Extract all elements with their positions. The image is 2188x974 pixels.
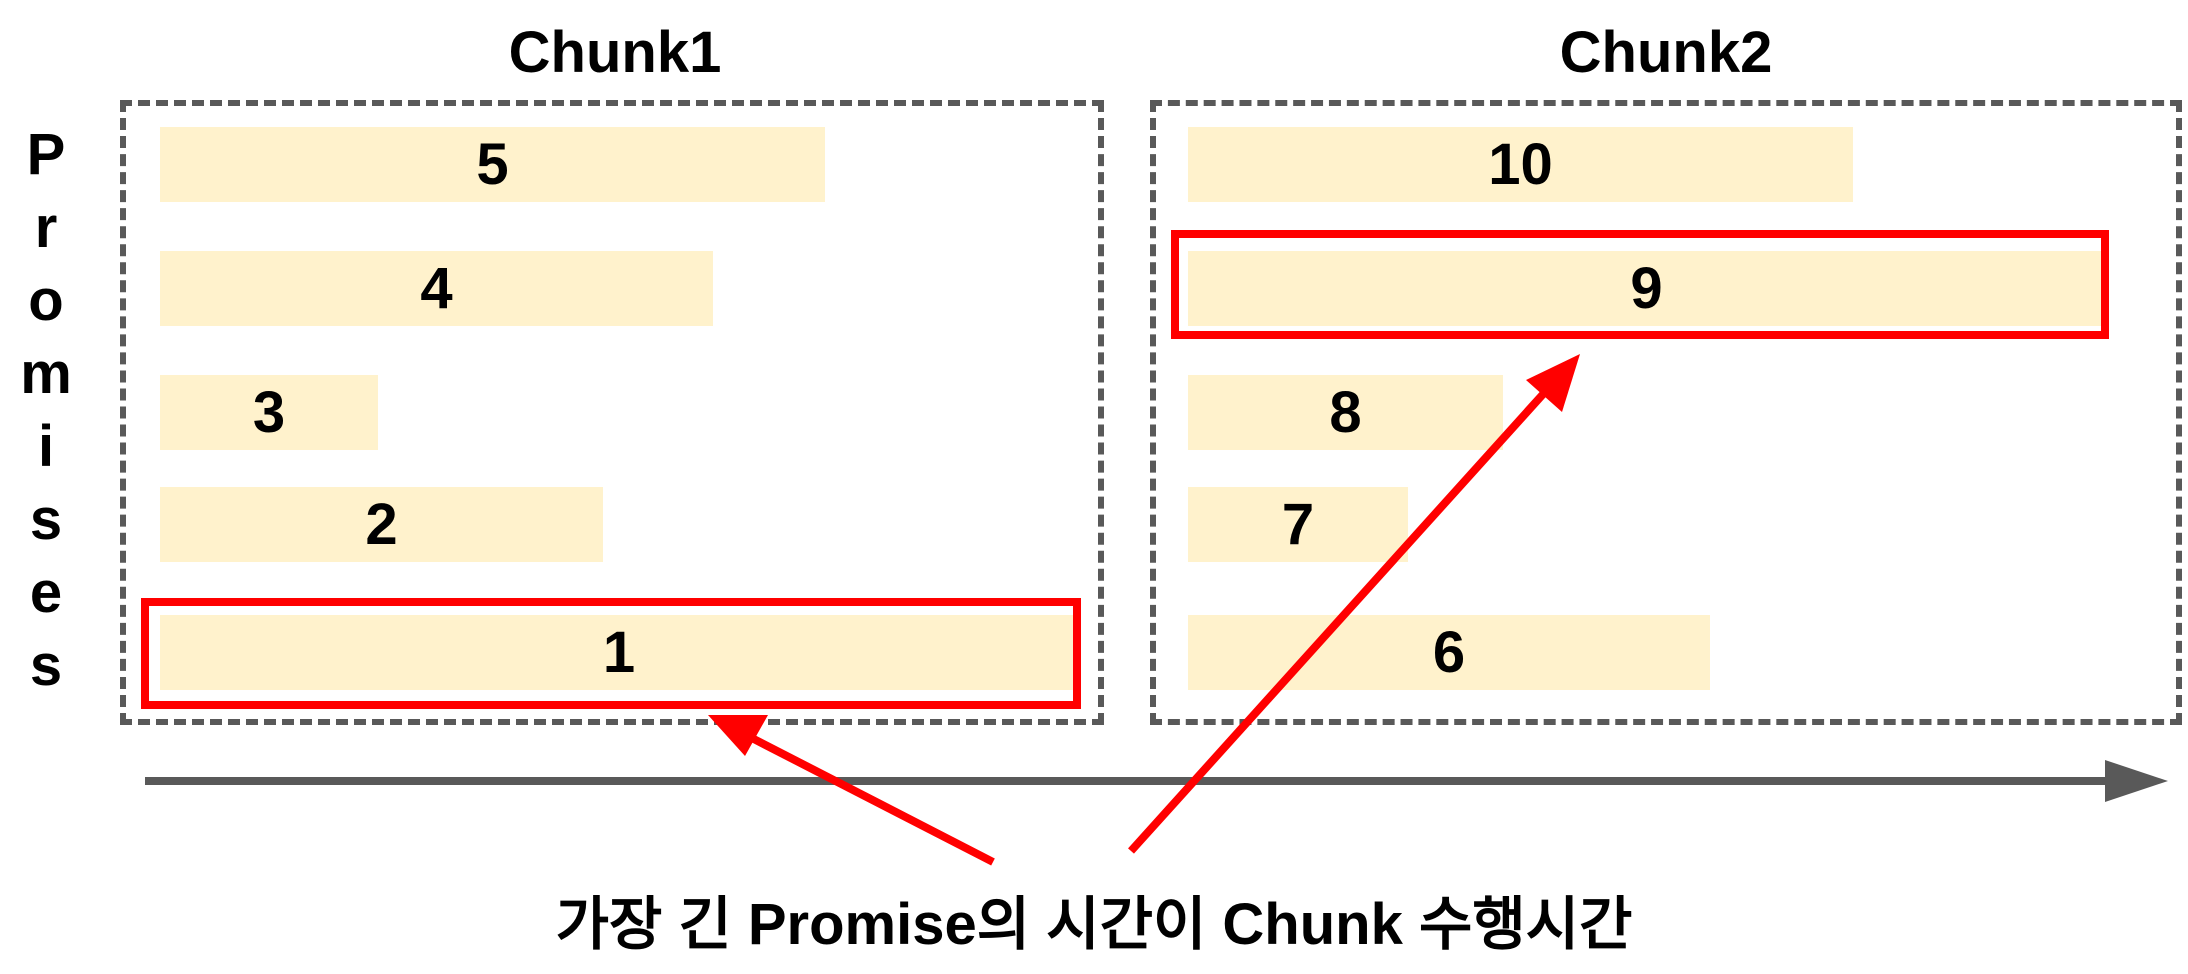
pointer-arrowhead-chunk2 — [1526, 354, 1580, 412]
promise-bar-9: 9 — [1188, 251, 2105, 326]
chunk2-box — [1150, 100, 2182, 725]
promise-bar-2: 2 — [160, 487, 603, 562]
chunk1-title: Chunk1 — [508, 20, 722, 85]
caption: 가장 긴 Promise의 시간이 Chunk 수행시간 — [555, 892, 1633, 957]
promise-bar-8: 8 — [1188, 375, 1503, 450]
y-axis-letter: s — [29, 633, 63, 698]
longest-promise-highlight-chunk2 — [1171, 230, 2109, 339]
pointer-arrowhead-chunk1 — [708, 715, 768, 756]
y-axis-letter: r — [34, 195, 58, 260]
promise-bar-1: 1 — [160, 615, 1078, 690]
y-axis-letter: P — [26, 122, 66, 187]
promise-bar-6: 6 — [1188, 615, 1710, 690]
promise-bar-7: 7 — [1188, 487, 1408, 562]
pointer-arrow-chunk1 — [746, 732, 995, 866]
time-axis-arrowhead — [2105, 760, 2168, 802]
promise-bar-4: 4 — [160, 251, 713, 326]
y-axis-letter: m — [20, 341, 72, 406]
longest-promise-highlight-chunk1 — [141, 598, 1081, 709]
y-axis-letter: e — [29, 560, 63, 625]
pointer-arrow-chunk2 — [1128, 389, 1548, 854]
chunk2-title: Chunk2 — [1559, 20, 1773, 85]
promise-bar-10: 10 — [1188, 127, 1853, 202]
y-axis-letter: s — [29, 487, 63, 552]
y-axis-letter: o — [28, 268, 64, 333]
chunk1-box — [120, 100, 1104, 725]
promise-bar-3: 3 — [160, 375, 378, 450]
y-axis-letter: i — [37, 414, 55, 479]
promise-bar-5: 5 — [160, 127, 825, 202]
